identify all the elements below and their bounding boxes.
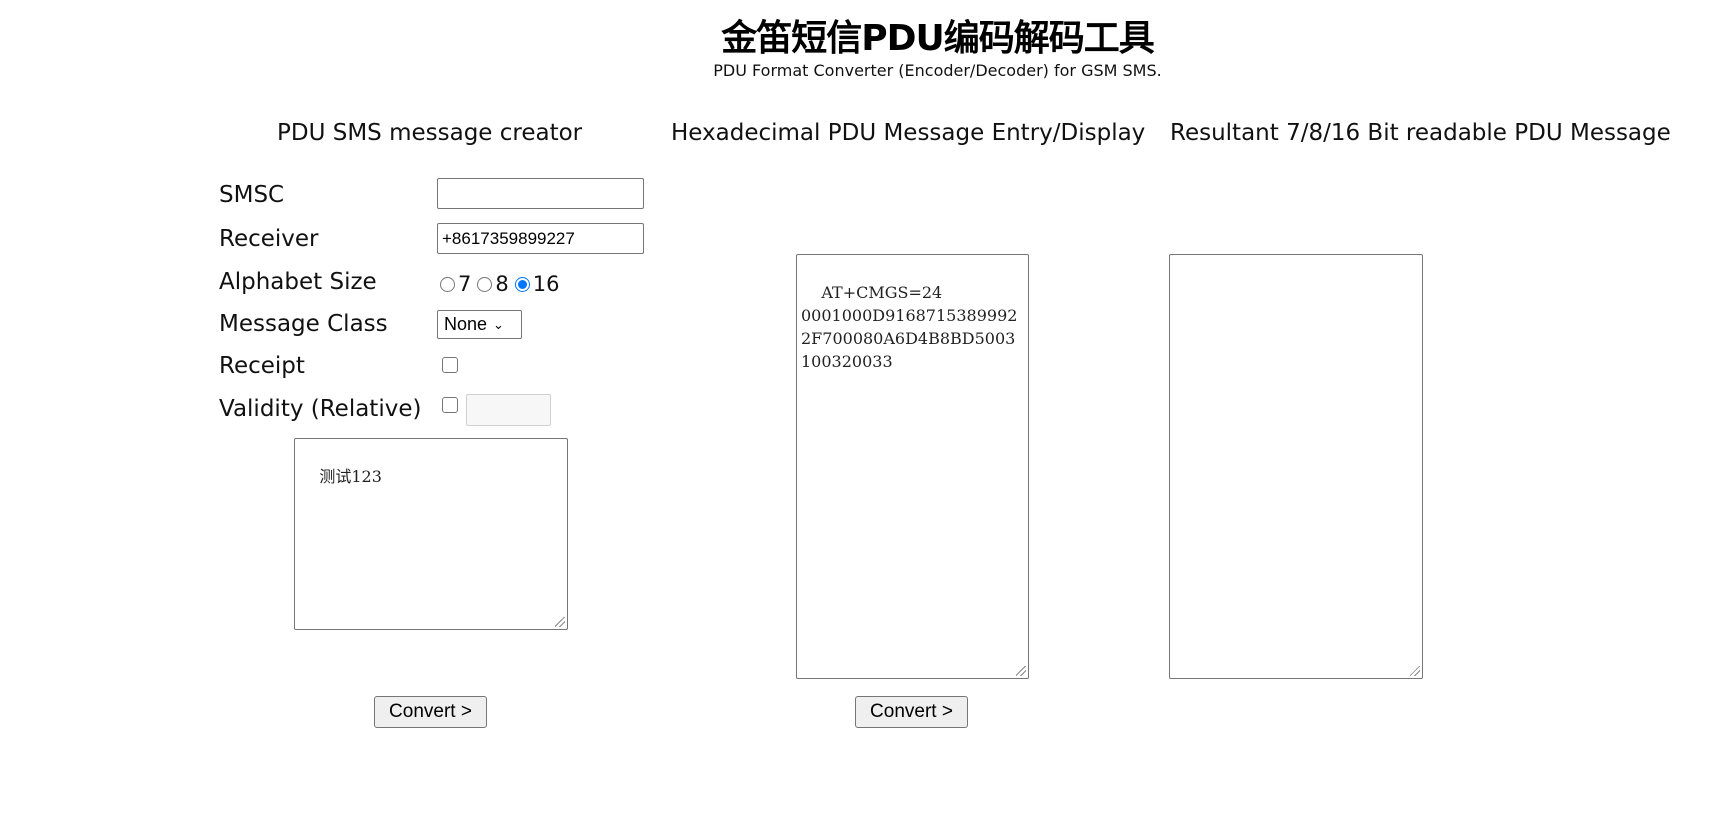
creator-heading: PDU SMS message creator bbox=[277, 120, 583, 146]
alphabet-size-radio-group: 7 8 16 bbox=[440, 269, 565, 299]
receipt-checkbox[interactable] bbox=[442, 357, 458, 373]
validity-label: Validity (Relative) bbox=[219, 396, 422, 422]
chevron-down-icon: ⌄ bbox=[493, 316, 504, 332]
alphabet-16-radio[interactable] bbox=[514, 276, 530, 292]
message-class-select[interactable]: None ⌄ bbox=[437, 310, 522, 339]
decode-convert-button[interactable]: Convert > bbox=[855, 696, 968, 728]
page-subtitle: PDU Format Converter (Encoder/Decoder) f… bbox=[713, 61, 1162, 80]
result-heading: Resultant 7/8/16 Bit readable PDU Messag… bbox=[1170, 120, 1671, 146]
alphabet-7-radio[interactable] bbox=[440, 276, 455, 292]
message-class-label: Message Class bbox=[219, 311, 388, 337]
encode-convert-button[interactable]: Convert > bbox=[374, 696, 487, 728]
receipt-label: Receipt bbox=[219, 353, 305, 379]
alphabet-7-label: 7 bbox=[458, 272, 472, 296]
alphabet-size-label: Alphabet Size bbox=[219, 269, 377, 295]
alphabet-8-label: 8 bbox=[495, 272, 509, 296]
smsc-label: SMSC bbox=[219, 182, 285, 208]
smsc-input[interactable] bbox=[437, 178, 644, 209]
page-title: 金笛短信PDU编码解码工具 bbox=[721, 18, 1155, 59]
message-class-value: None bbox=[444, 314, 488, 334]
resize-handle-icon[interactable] bbox=[1410, 666, 1420, 676]
result-textarea[interactable] bbox=[1169, 254, 1423, 679]
message-textarea[interactable]: 测试123 bbox=[294, 438, 568, 630]
page-header: 金笛短信PDU编码解码工具 PDU Format Converter (Enco… bbox=[0, 16, 1709, 80]
receiver-label: Receiver bbox=[219, 226, 319, 252]
hex-pdu-text: AT+CMGS=24 0001000D91687153899922F700080… bbox=[801, 283, 1018, 371]
resize-handle-icon[interactable] bbox=[1016, 666, 1026, 676]
hex-heading: Hexadecimal PDU Message Entry/Display bbox=[671, 120, 1146, 146]
validity-checkbox[interactable] bbox=[442, 397, 458, 413]
alphabet-16-label: 16 bbox=[532, 272, 560, 296]
message-text: 测试123 bbox=[319, 467, 382, 486]
alphabet-8-radio[interactable] bbox=[477, 276, 493, 292]
validity-input[interactable] bbox=[466, 394, 551, 426]
hex-pdu-textarea[interactable]: AT+CMGS=24 0001000D91687153899922F700080… bbox=[796, 254, 1029, 679]
receiver-input[interactable] bbox=[437, 223, 644, 254]
resize-handle-icon[interactable] bbox=[555, 617, 565, 627]
